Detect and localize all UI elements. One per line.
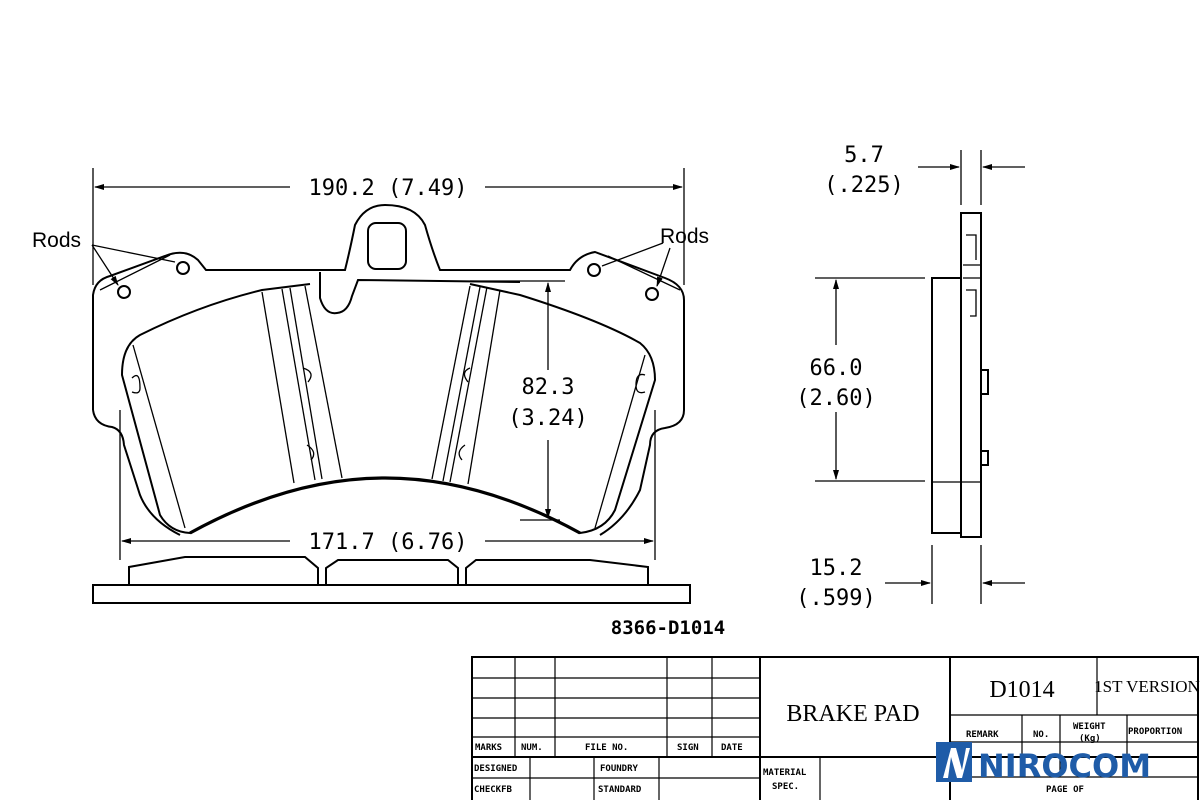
marks-label: MARKS [475, 743, 502, 753]
spec-label: SPEC. [772, 782, 799, 792]
proportion-label: PROPORTION [1128, 727, 1182, 737]
backing-plate-edge [92, 584, 691, 604]
rod-hole-icon [176, 261, 190, 275]
wear-indicator-icon [131, 374, 141, 394]
plate-thickness-mm: 5.7 [844, 143, 884, 168]
remark-label: REMARK [966, 730, 999, 740]
bottom-view: 8366-D1014 [92, 556, 725, 639]
rod-hole-icon [645, 287, 659, 301]
tab-notch [319, 272, 521, 315]
rods-label-left: Rods [32, 229, 81, 252]
friction-height-mm: 66.0 [810, 356, 863, 381]
friction-block-side [931, 277, 962, 534]
friction-height-in: (2.60) [796, 386, 875, 411]
rod-hole-icon [117, 285, 131, 299]
backing-plate-outline [92, 203, 685, 536]
total-thickness-mm: 15.2 [810, 556, 863, 581]
tab-hole [367, 222, 407, 270]
friction-width-dimension: 171.7 (6.76) [309, 530, 468, 555]
weight-label: WEIGHT [1073, 722, 1106, 732]
title-block: MARKS NUM. FILE NO. SIGN DATE DESIGNED C… [471, 656, 1200, 800]
drawing-title: BRAKE PAD [786, 701, 919, 727]
total-thickness-in: (.599) [796, 586, 875, 611]
material-label: MATERIAL [763, 768, 807, 778]
weight-unit-label: (Kg) [1079, 734, 1101, 744]
backing-plate-side [960, 212, 982, 538]
num-label: NUM. [521, 743, 543, 753]
rod-hole-icon [587, 263, 601, 277]
file-no-label: FILE NO. [585, 743, 628, 753]
overall-width-dimension: 190.2 (7.49) [309, 176, 468, 201]
friction-blocks-profile [128, 556, 649, 585]
sign-label: SIGN [677, 743, 699, 753]
designed-label: DESIGNED [474, 764, 518, 774]
drawing-code: D1014 [989, 677, 1054, 703]
no-label: NO. [1033, 730, 1049, 740]
date-label: DATE [721, 743, 743, 753]
wear-indicator-icon [635, 373, 646, 394]
version-label: 1ST VERSION [1094, 677, 1200, 696]
rods-label-right: Rods [660, 225, 709, 248]
height-dimension-in: (3.24) [508, 406, 587, 431]
part-number: 8366-D1014 [611, 617, 725, 639]
front-view: 190.2 (7.49) Rods Rods [32, 168, 709, 560]
plate-thickness-in: (.225) [824, 173, 903, 198]
friction-inner-arc [189, 476, 581, 535]
page-of-label: PAGE OF [1046, 785, 1084, 795]
nirocom-logo: NIROCOM [936, 742, 1151, 785]
logo-text: NIROCOM [978, 747, 1151, 785]
foundry-label: FOUNDRY [600, 764, 639, 774]
side-view: 5.7 (.225) 66.0 (2.60) 15.2 (.599) [796, 143, 1025, 611]
height-dimension-mm: 82.3 [522, 375, 575, 400]
checked-label: CHECKFB [474, 785, 513, 795]
standard-label: STANDARD [598, 785, 642, 795]
